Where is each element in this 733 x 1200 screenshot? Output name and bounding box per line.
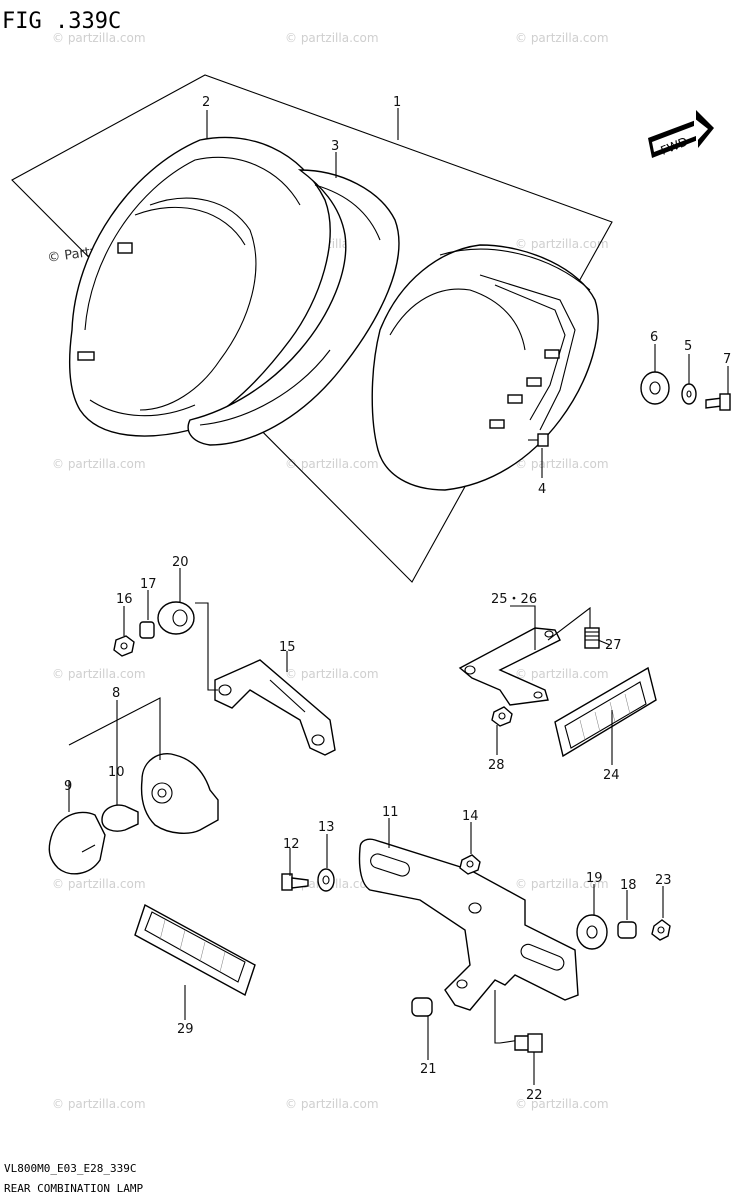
fwd-arrow-icon: FWD bbox=[648, 110, 714, 158]
watermark: © partzilla.com bbox=[52, 457, 146, 471]
watermarks: © partzilla.com © partzilla.com © partzi… bbox=[46, 31, 608, 1111]
callout-28: 28 bbox=[488, 758, 505, 773]
watermark: © partzilla.com bbox=[285, 457, 379, 471]
part-4-screw bbox=[528, 433, 549, 447]
watermark: © partzilla.com bbox=[515, 457, 609, 471]
callout-11: 11 bbox=[382, 805, 399, 820]
part-19-grommet bbox=[576, 914, 608, 950]
part-6-grommet bbox=[640, 371, 670, 405]
callout-1: 1 bbox=[393, 95, 401, 110]
leader-lines bbox=[68, 108, 729, 1085]
part-22-bolt bbox=[499, 1033, 543, 1053]
part-29-reflector bbox=[134, 903, 256, 997]
figure-code: VL800M0_E03_E28_339C bbox=[4, 1162, 136, 1175]
part-13-washer bbox=[317, 868, 335, 892]
part-2-lens-frame bbox=[68, 136, 331, 437]
watermark: © partzilla.com bbox=[515, 31, 609, 45]
part-16-nut bbox=[113, 635, 135, 657]
callout-21: 21 bbox=[420, 1062, 437, 1077]
part-11-bracket bbox=[358, 838, 579, 1011]
part-27-screw bbox=[584, 627, 600, 649]
callout-29: 29 bbox=[177, 1022, 194, 1037]
watermark: © partzilla.com bbox=[515, 667, 609, 681]
callout-23: 23 bbox=[655, 873, 672, 888]
part-7-screw bbox=[705, 393, 731, 411]
watermark: © partzilla.com bbox=[515, 877, 609, 891]
watermark: © partzilla.com bbox=[52, 31, 146, 45]
callout-2: 2 bbox=[202, 95, 210, 110]
callout-13: 13 bbox=[318, 820, 335, 835]
callout-4: 4 bbox=[538, 482, 546, 497]
watermark: © partzilla.com bbox=[285, 31, 379, 45]
callout-22: 22 bbox=[526, 1088, 543, 1103]
callout-8: 8 bbox=[112, 686, 120, 701]
callout-9: 9 bbox=[64, 779, 72, 794]
callout-12: 12 bbox=[283, 837, 300, 852]
watermark: © partzilla.com bbox=[52, 1097, 146, 1111]
callout-5: 5 bbox=[684, 339, 692, 354]
callout-24: 24 bbox=[603, 768, 620, 783]
callout-3: 3 bbox=[331, 139, 339, 154]
callout-27: 27 bbox=[605, 638, 622, 653]
part-3-gasket bbox=[187, 169, 400, 446]
part-15-bracket bbox=[214, 659, 336, 756]
lamp-housing bbox=[371, 244, 599, 491]
part-12-screw bbox=[281, 873, 309, 891]
callout-17: 17 bbox=[140, 577, 157, 592]
watermark: © partzilla.com bbox=[52, 667, 146, 681]
part-14-nut bbox=[459, 854, 481, 875]
part-10-socket bbox=[140, 753, 219, 834]
callout-10: 10 bbox=[108, 765, 125, 780]
part-10-bulb bbox=[101, 804, 139, 832]
figure-caption: REAR COMBINATION LAMP bbox=[4, 1182, 143, 1195]
part-5-washer bbox=[681, 383, 697, 405]
part-18-collar bbox=[617, 921, 637, 939]
callout-labels: 1 2 3 4 5 6 7 8 9 10 11 12 13 14 15 16 1… bbox=[64, 95, 731, 1103]
part-20-grommet bbox=[157, 601, 195, 635]
part-23-nut bbox=[651, 919, 671, 941]
watermark: © partzilla.com bbox=[515, 237, 609, 251]
part-24-reflector bbox=[554, 666, 657, 758]
watermark: © partzilla.com bbox=[285, 1097, 379, 1111]
watermark: © partzilla.com bbox=[515, 1097, 609, 1111]
callout-25-26: 25・26 bbox=[491, 592, 537, 607]
callout-6: 6 bbox=[650, 330, 658, 345]
watermark: © partzilla.com bbox=[285, 667, 379, 681]
callout-16: 16 bbox=[116, 592, 133, 607]
callout-15: 15 bbox=[279, 640, 296, 655]
callout-18: 18 bbox=[620, 878, 637, 893]
callout-19: 19 bbox=[586, 871, 603, 886]
assembly-outline bbox=[11, 74, 613, 583]
callout-7: 7 bbox=[723, 352, 731, 367]
callout-14: 14 bbox=[462, 809, 479, 824]
callout-20: 20 bbox=[172, 555, 189, 570]
part-9-lens bbox=[48, 811, 106, 875]
part-17-collar bbox=[139, 621, 155, 639]
part-28-nut bbox=[491, 706, 513, 727]
figure-title: FIG .339C bbox=[2, 9, 121, 34]
part-21-collar bbox=[411, 997, 433, 1017]
watermark: © partzilla.com bbox=[52, 877, 146, 891]
